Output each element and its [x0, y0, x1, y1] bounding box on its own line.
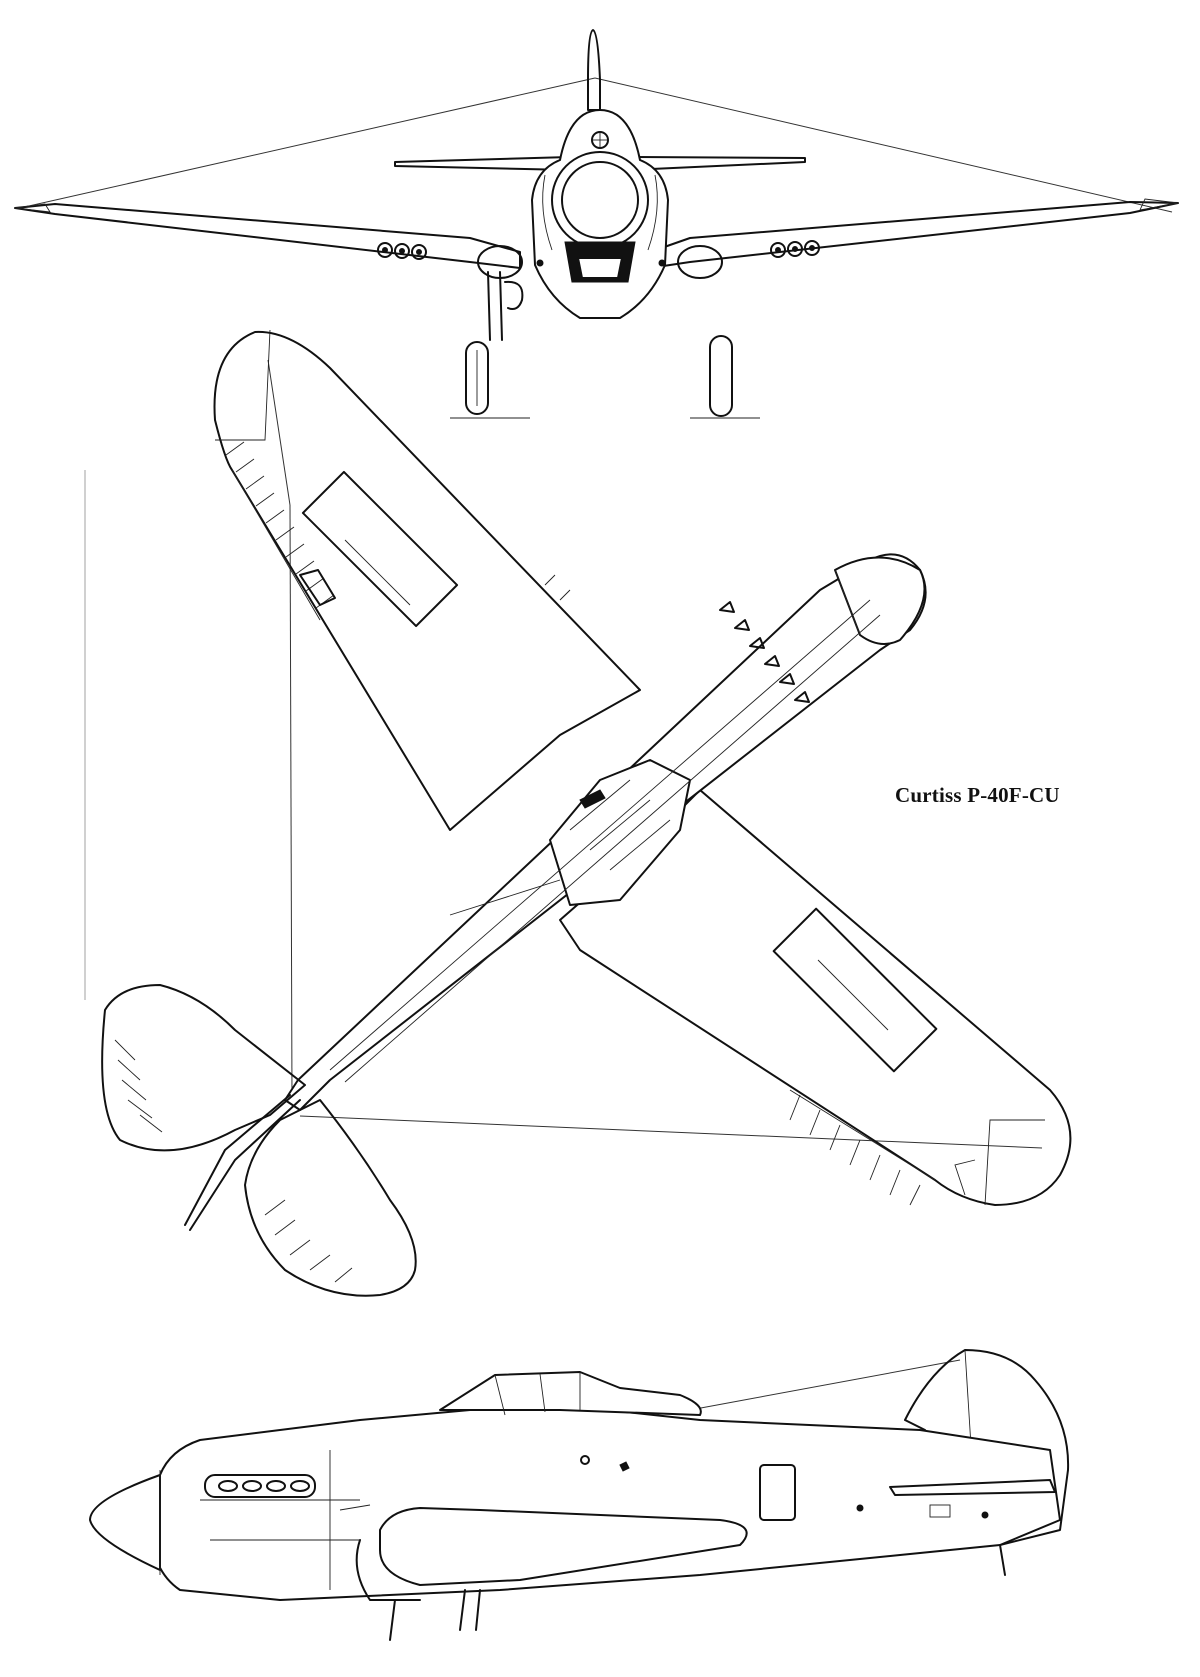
front-view [14, 29, 1179, 419]
aircraft-caption: Curtiss P-40F-CU [895, 783, 1060, 807]
plan-view [84, 329, 1072, 1297]
side-view [89, 1349, 1070, 1641]
gun-ports-left [377, 242, 427, 260]
gun-ports-right [770, 240, 820, 258]
